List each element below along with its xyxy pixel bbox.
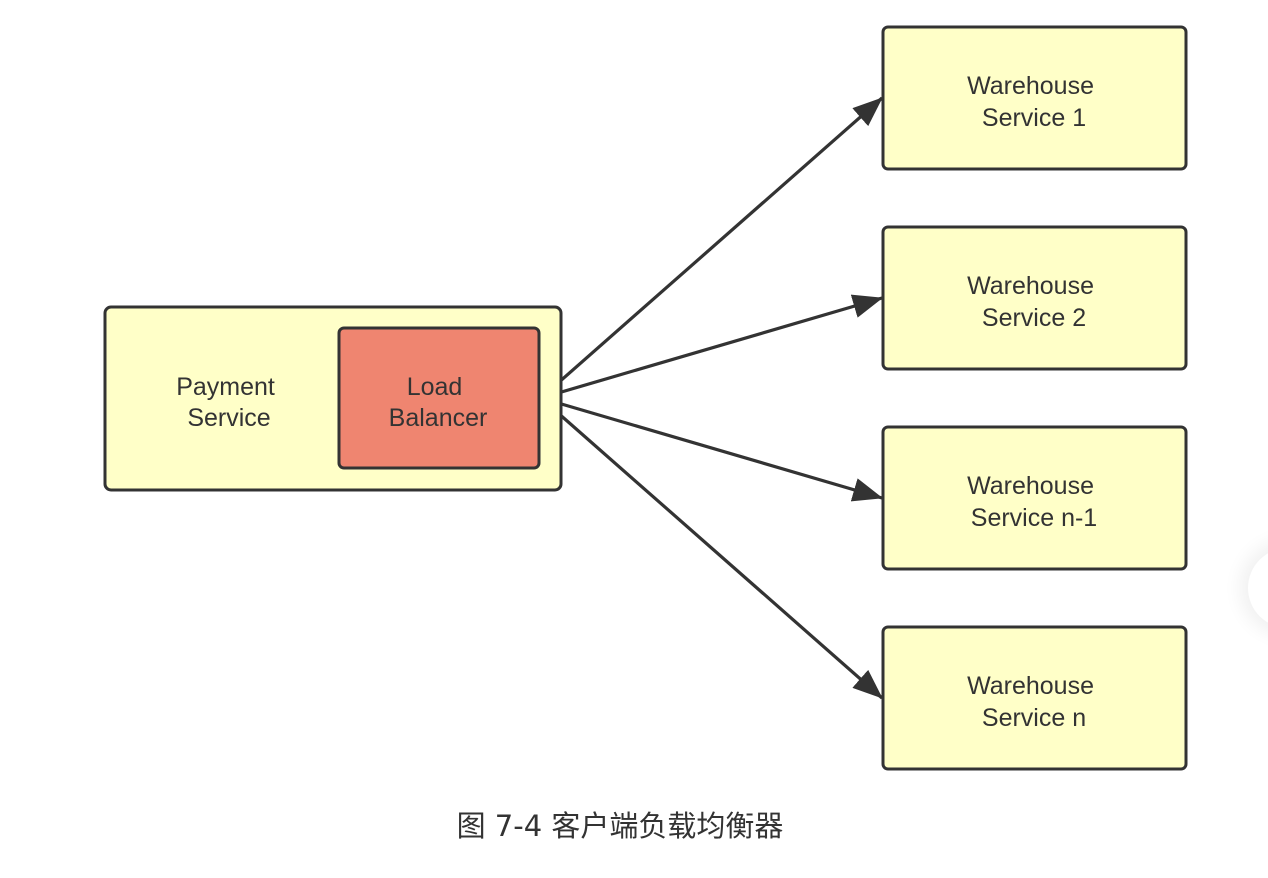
arrow-to-warehouse-service-n: [539, 396, 884, 700]
figure-caption: 图 7-4 客户端负载均衡器: [456, 809, 784, 843]
warehouse-service-label-line1: Warehouse: [967, 72, 1094, 100]
warehouse-service-label-line1: Warehouse: [967, 272, 1094, 300]
arrow-to-warehouse-service-n-1: [540, 396, 883, 502]
warehouse-service-label-line1: Warehouse: [967, 472, 1094, 500]
warehouse-service-node: Warehouse Service 1: [881, 25, 1188, 171]
warehouse-service-node: Warehouse Service n-1: [881, 425, 1188, 571]
warehouse-service-label: Warehouse Service n-1: [967, 472, 1101, 532]
warehouse-service-label-line2: Service n: [982, 704, 1086, 732]
warehouse-service-label: Warehouse Service n: [967, 672, 1101, 732]
warehouse-service-label-line2: Service 1: [982, 104, 1086, 132]
load-balancer-label-line2: Balancer: [389, 404, 488, 432]
payment-service-label-line2: Service: [187, 404, 270, 432]
warehouse-service-node: Warehouse Service n: [881, 625, 1188, 771]
arrow-to-warehouse-service-2: [540, 294, 883, 400]
warehouse-service-label: Warehouse Service 1: [967, 72, 1101, 132]
warehouse-service-label: Warehouse Service 2: [967, 272, 1101, 332]
load-balancer-box: [337, 326, 541, 470]
payment-service-label: Payment Service: [176, 373, 282, 432]
warehouse-service-label-line2: Service 2: [982, 304, 1086, 332]
load-balancer-label-line1: Load: [407, 373, 463, 401]
warehouse-service-box: [881, 625, 1188, 771]
warehouse-service-box: [881, 225, 1188, 371]
warehouse-service-node: Warehouse Service 2: [881, 225, 1188, 371]
warehouse-service-box: [881, 25, 1188, 171]
warehouse-service-box: [881, 425, 1188, 571]
load-balancer-node: Load Balancer: [337, 326, 541, 470]
arrow-to-warehouse-service-1: [539, 96, 884, 400]
load-balancer-label: Load Balancer: [389, 373, 488, 432]
payment-service-label-line1: Payment: [176, 373, 275, 401]
warehouse-service-label-line1: Warehouse: [967, 672, 1094, 700]
warehouse-service-label-line2: Service n-1: [971, 504, 1097, 532]
floating-side-button[interactable]: [1248, 548, 1268, 628]
